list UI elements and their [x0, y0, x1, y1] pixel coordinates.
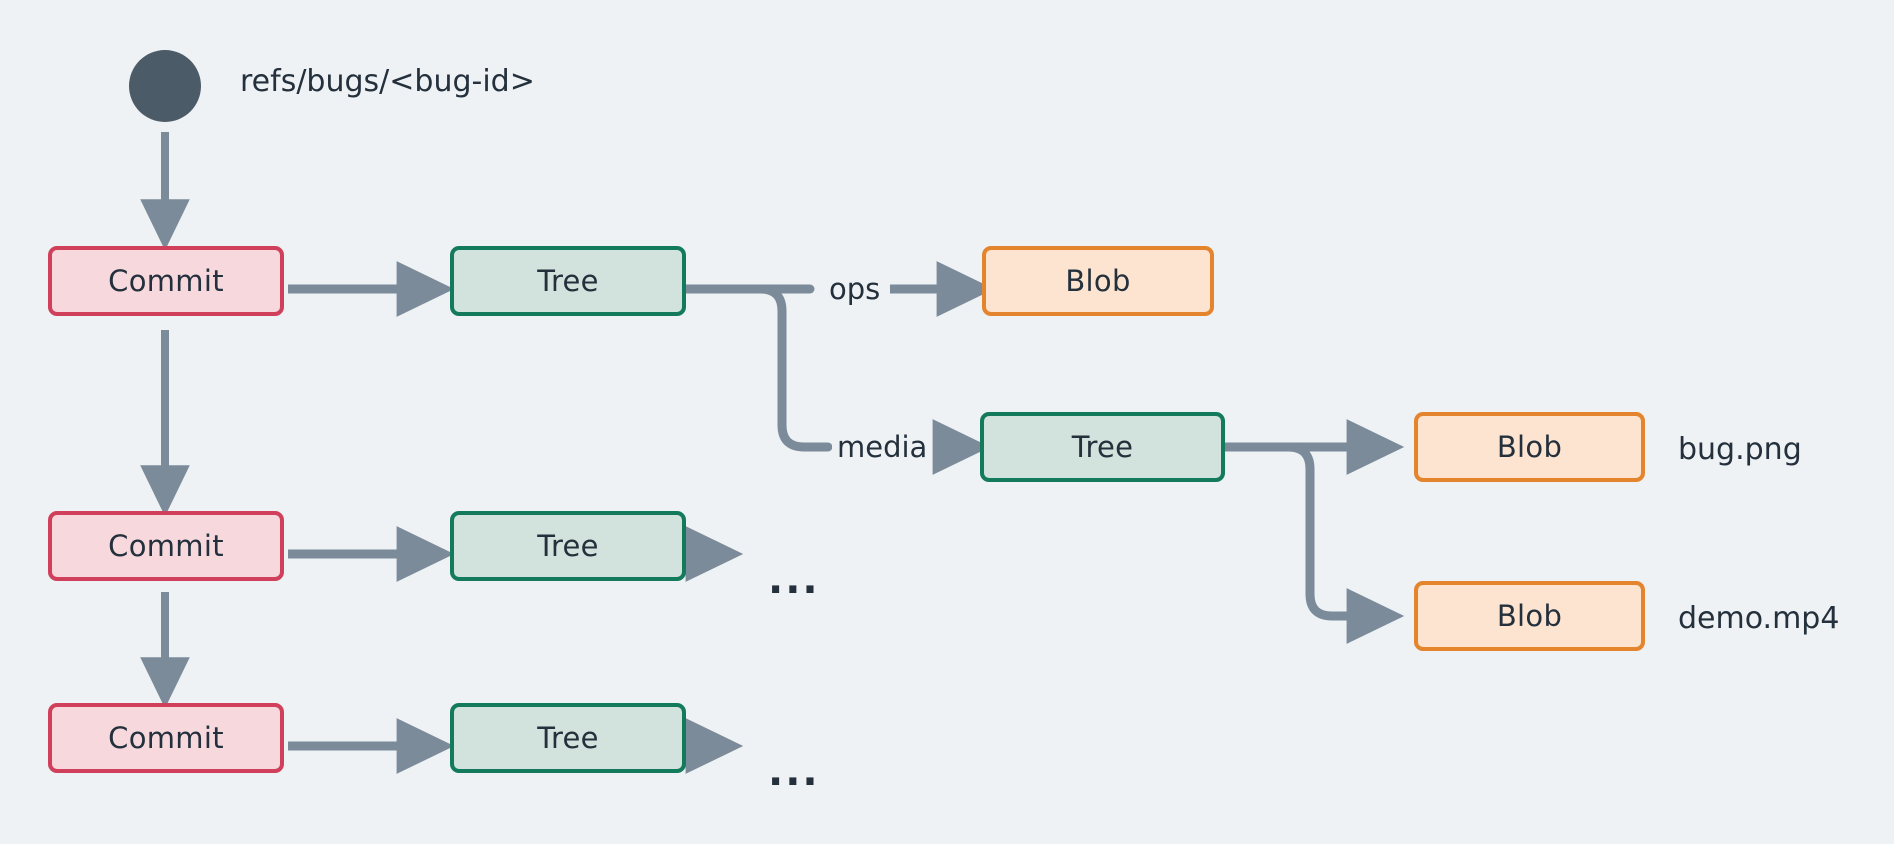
file-label-bug-png: bug.png — [1678, 432, 1802, 467]
node-blob-ops[interactable]: Blob — [982, 246, 1214, 316]
node-commit-3[interactable]: Commit — [48, 703, 284, 773]
node-blob-demo-mp4[interactable]: Blob — [1414, 581, 1645, 651]
edge-label-ops: ops — [824, 272, 886, 306]
node-commit-2[interactable]: Commit — [48, 511, 284, 581]
node-blob-bug-png[interactable]: Blob — [1414, 412, 1645, 482]
ref-path-label: refs/bugs/<bug-id> — [240, 64, 535, 99]
node-tree-2[interactable]: Tree — [450, 511, 686, 581]
file-label-demo-mp4: demo.mp4 — [1678, 601, 1840, 636]
start-ref-node[interactable] — [129, 50, 201, 122]
node-tree-3[interactable]: Tree — [450, 703, 686, 773]
ellipsis-tree-3: ... — [768, 749, 820, 795]
edge-treemedia-to-blob-demomp4 — [1220, 442, 1405, 644]
node-tree-media[interactable]: Tree — [980, 412, 1225, 482]
node-commit-1[interactable]: Commit — [48, 246, 284, 316]
ellipsis-tree-2: ... — [768, 557, 820, 603]
node-tree-1[interactable]: Tree — [450, 246, 686, 316]
edge-tree1-to-media-label — [682, 284, 833, 452]
edge-label-media: media — [832, 430, 933, 464]
